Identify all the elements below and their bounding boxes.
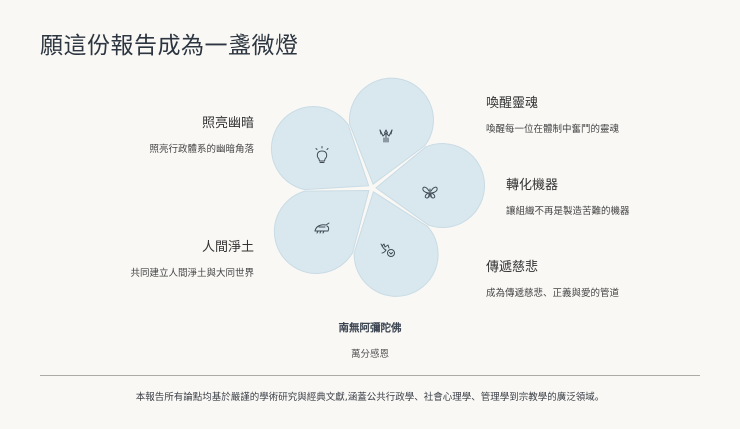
phoenix-bird-icon xyxy=(379,129,393,143)
ship-icon xyxy=(314,222,330,234)
label-awaken-subtitle: 喚醒每一位在體制中奮鬥的靈魂 xyxy=(486,124,620,135)
label-awaken-title: 喚醒靈魂 xyxy=(486,96,539,111)
label-compassion: 傳遞慈悲 成為傳遞慈悲、正義與愛的管道 xyxy=(486,256,619,299)
label-illuminate-title: 照亮幽暗 xyxy=(201,116,254,131)
label-compassion-title: 傳遞慈悲 xyxy=(486,260,539,275)
label-pureland: 人間淨土 共同建立人間淨土與大同世界 xyxy=(130,236,254,279)
lightbulb-icon xyxy=(315,146,329,163)
footer-note: 本報告所有論點均基於嚴謹的學術研究與經典文獻,涵蓋公共行政學、社會心理學、管理學… xyxy=(135,392,605,403)
label-pureland-title: 人間淨土 xyxy=(201,240,254,255)
page-title: 願這份報告成為一盞微燈 xyxy=(40,33,299,59)
divider xyxy=(40,375,700,376)
label-pureland-subtitle: 共同建立人間淨土與大同世界 xyxy=(130,268,254,279)
label-awaken: 喚醒靈魂 喚醒每一位在體制中奮鬥的靈魂 xyxy=(486,92,619,135)
label-transform-subtitle: 讓組織不再是製造苦難的機器 xyxy=(506,206,630,217)
label-compassion-subtitle: 成為傳遞慈悲、正義與愛的管道 xyxy=(486,288,620,299)
center-subtitle: 萬分感恩 xyxy=(350,349,389,360)
label-illuminate: 照亮幽暗 照亮行政體系的幽暗角落 xyxy=(149,112,254,155)
butterfly-icon xyxy=(422,186,438,199)
label-illuminate-subtitle: 照亮行政體系的幽暗角落 xyxy=(149,144,254,155)
label-transform: 轉化機器 讓組織不再是製造苦難的機器 xyxy=(506,174,630,217)
dove-heart-icon xyxy=(380,243,395,257)
label-transform-title: 轉化機器 xyxy=(506,178,559,193)
center-title: 南無阿彌陀佛 xyxy=(338,322,402,334)
